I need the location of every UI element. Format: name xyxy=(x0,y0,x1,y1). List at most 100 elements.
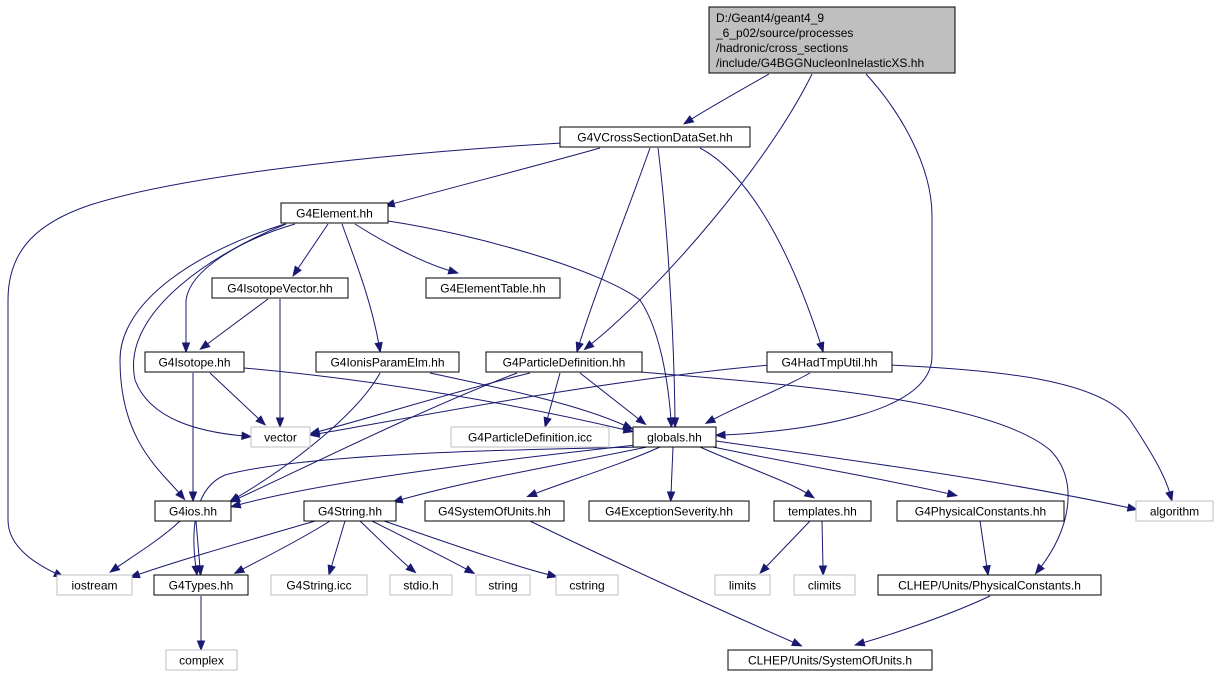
arrowhead xyxy=(803,489,816,499)
arrowhead xyxy=(292,265,302,277)
edge-sysunits-to-clhepsys xyxy=(529,520,803,647)
edge-globals-to-g4string xyxy=(391,446,648,504)
node-label: G4String.icc xyxy=(286,579,351,593)
arrowhead xyxy=(233,565,246,574)
arrowhead xyxy=(463,565,476,575)
arrowhead xyxy=(759,563,770,575)
node-isovec[interactable]: G4IsotopeVector.hh xyxy=(211,277,349,299)
arrowhead xyxy=(946,489,959,498)
node-limits: limits xyxy=(714,574,771,596)
node-clhepphys[interactable]: CLHEP/Units/PhysicalConstants.h xyxy=(877,574,1102,596)
node-label: G4String.hh xyxy=(318,505,382,519)
edge-ionis-to-globals xyxy=(429,372,634,430)
edge-main-to-globals xyxy=(714,73,933,440)
node-g4string[interactable]: G4String.hh xyxy=(303,500,397,522)
node-label: iostream xyxy=(71,579,117,593)
node-algorithm: algorithm xyxy=(1135,500,1214,522)
node-ios[interactable]: G4ios.hh xyxy=(154,500,232,522)
edge-partdef-to-globals xyxy=(579,372,647,426)
arrowhead xyxy=(526,489,538,498)
arrowhead xyxy=(241,431,253,440)
arrowhead xyxy=(982,564,991,577)
node-hadtmp[interactable]: G4HadTmpUtil.hh xyxy=(766,351,893,373)
node-label: algorithm xyxy=(1150,505,1199,519)
edge-hadtmp-to-globals xyxy=(704,372,811,424)
node-physconst[interactable]: G4PhysicalConstants.hh xyxy=(896,500,1065,522)
edge-templates-to-climits xyxy=(818,520,828,577)
node-label-line: /include/G4BGGNucleonInelasticXS.hh xyxy=(716,56,924,70)
node-stringicc: G4String.icc xyxy=(270,574,368,596)
node-label-line: /hadronic/cross_sections xyxy=(716,41,848,55)
arrowhead xyxy=(682,115,695,125)
arrowhead xyxy=(447,266,460,275)
arrowhead xyxy=(1165,490,1174,503)
nodes-layer: D:/Geant4/geant4_9_6_p02/source/processe… xyxy=(56,6,1214,671)
edge-element-to-ios xyxy=(119,223,286,501)
arrowhead xyxy=(583,340,595,351)
node-ionis[interactable]: G4IonisParamElm.hh xyxy=(315,351,460,373)
edge-element-to-isovec xyxy=(292,223,329,277)
edge-main-to-partdef xyxy=(583,73,813,351)
node-clhepsys[interactable]: CLHEP/Units/SystemOfUnits.h xyxy=(727,649,933,671)
node-sysunits[interactable]: G4SystemOfUnits.hh xyxy=(424,500,565,522)
arrowhead xyxy=(543,416,552,429)
node-label: G4ElementTable.hh xyxy=(440,282,545,296)
node-label: G4Isotope.hh xyxy=(158,356,230,370)
edge-partdef-to-ios xyxy=(229,372,518,503)
node-stdio: stdio.h xyxy=(389,574,453,596)
node-templates[interactable]: templates.hh xyxy=(773,500,872,522)
arrowhead xyxy=(704,415,717,424)
arrowhead xyxy=(791,638,803,647)
edge-globals-to-sysunits xyxy=(526,446,661,498)
node-element[interactable]: G4Element.hh xyxy=(280,202,389,224)
edge-g4string-to-types xyxy=(233,520,331,574)
node-label: G4PhysicalConstants.hh xyxy=(915,505,1046,519)
node-isotope[interactable]: G4Isotope.hh xyxy=(144,351,245,373)
node-label: limits xyxy=(729,579,756,593)
arrowhead xyxy=(308,429,321,438)
node-complex: complex xyxy=(165,649,238,671)
arrowhead xyxy=(405,563,417,574)
edge-isotope-to-vector xyxy=(209,372,267,426)
node-vcross[interactable]: G4VCrossSectionDataSet.hh xyxy=(559,126,751,148)
edge-g4string-to-cstring xyxy=(383,520,559,579)
edge-globals-to-algorithm xyxy=(715,440,1139,512)
node-label: complex xyxy=(179,654,224,668)
edge-isovec-to-vector xyxy=(275,299,285,429)
arrowhead xyxy=(575,341,584,354)
arrowhead xyxy=(666,491,676,503)
arrowhead xyxy=(635,415,647,426)
node-excsev[interactable]: G4ExceptionSeverity.hh xyxy=(588,500,750,522)
arrowhead xyxy=(175,489,186,501)
edge-isovec-to-isotope xyxy=(199,298,269,350)
node-eltable[interactable]: G4ElementTable.hh xyxy=(425,277,561,299)
edge-ios-to-types xyxy=(195,520,205,577)
node-label: G4Types.hh xyxy=(169,579,234,593)
edge-globals-to-excsev xyxy=(666,446,676,503)
node-main: D:/Geant4/geant4_9_6_p02/source/processe… xyxy=(708,6,956,74)
edge-vcross-to-element xyxy=(383,147,601,208)
node-globals[interactable]: globals.hh xyxy=(632,426,717,448)
node-types[interactable]: G4Types.hh xyxy=(153,574,249,596)
edge-g4string-to-string xyxy=(371,520,476,575)
edge-templates-to-limits xyxy=(759,520,811,575)
node-label: G4ExceptionSeverity.hh xyxy=(605,505,733,519)
edge-partdef-to-clhepphys xyxy=(639,371,1069,575)
node-label: globals.hh xyxy=(647,431,702,445)
node-label-line: D:/Geant4/geant4_9 xyxy=(716,11,824,25)
node-cstring: cstring xyxy=(555,574,619,596)
node-label: cstring xyxy=(569,579,604,593)
node-partdef[interactable]: G4ParticleDefinition.hh xyxy=(485,351,643,373)
node-label: stdio.h xyxy=(403,579,438,593)
edge-hadtmp-to-vector xyxy=(308,364,771,438)
edge-element-to-ionis xyxy=(341,223,383,354)
node-label: string xyxy=(488,579,517,593)
arrowhead xyxy=(374,341,383,354)
arrowhead xyxy=(229,494,242,503)
edge-vcross-to-hadtmp xyxy=(699,147,825,353)
edge-element-to-globals xyxy=(387,220,676,429)
node-label: CLHEP/Units/PhysicalConstants.h xyxy=(898,579,1081,593)
edge-g4string-to-stdio xyxy=(359,520,417,574)
node-label: CLHEP/Units/SystemOfUnits.h xyxy=(748,654,912,668)
arrowhead xyxy=(1126,503,1139,512)
